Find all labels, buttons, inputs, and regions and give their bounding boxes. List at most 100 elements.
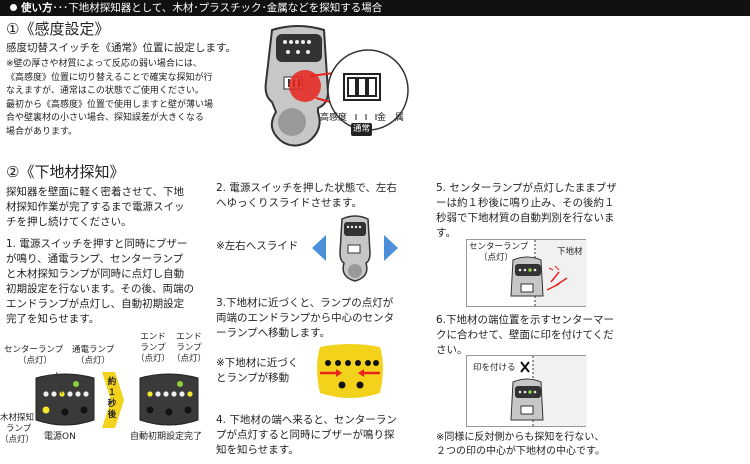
power-on-label: 電源ON — [44, 432, 76, 442]
detector-drawing — [264, 25, 409, 147]
step4-line: 知を知らせます。 — [216, 444, 299, 456]
label-line: （点灯） — [18, 356, 53, 366]
header-text: 下地材探知器として、木材･プラスチック･金属などを探知する場合 — [68, 2, 383, 14]
end-lamp-label-b: エンド ランプ （点灯） — [172, 332, 206, 365]
wood-lamp-label: 木材探知 ランプ （点灯） — [0, 413, 34, 446]
step2-text: 2. 電源スイッチを押した状態で、左右 へゆっくりスライドさせます。 — [216, 181, 397, 211]
panel-drawing — [317, 344, 383, 398]
note-line: 最初から《高感度》位置で使用しますと壁が薄い場 — [6, 99, 214, 110]
lamp-moving-illustration — [314, 343, 386, 401]
note-line: 《高感度》位置に切り替えることで確実な探知が行 — [6, 72, 213, 83]
fig5-drawing — [510, 240, 568, 308]
slide-illustration — [312, 213, 398, 283]
one-second-arrow — [102, 372, 124, 428]
end-lamp-label-a: エンド ランプ （点灯） — [136, 332, 170, 365]
material-area — [535, 240, 587, 306]
label-line: ランプ — [176, 343, 202, 353]
step6-line: さい。 — [436, 344, 468, 356]
fig5-material-label: 下地材 — [557, 247, 583, 257]
label-line: 通電ランプ — [72, 345, 115, 355]
section1-title: ①《感度設定》 — [6, 20, 110, 38]
label-line: エンド — [140, 332, 166, 342]
bullet-icon — [10, 4, 17, 11]
step2-line: へゆっくりスライドさせます。 — [216, 197, 362, 209]
step6-text: 6.下地材の端位置を示すセンターマー クに合わせて、壁面に印を付けてくだ さい。 — [436, 313, 614, 358]
step4-line: 4. 下地材の端へ来ると、センターラン — [216, 414, 397, 426]
step6-line: 6.下地材の端位置を示すセンターマー — [436, 314, 615, 326]
switch-high-label: 高感度 — [320, 113, 348, 123]
power-lamp-label: 通電ランプ （点灯） — [72, 345, 114, 367]
section2-title: ②《下地材探知》 — [6, 163, 125, 181]
label-line: （点灯） — [76, 356, 111, 366]
note-line: 合や壁裏材の小さい場合、探知誤差が大きくなる — [6, 113, 205, 124]
label-line: （点灯） — [136, 354, 171, 364]
arrow-right-icon — [102, 372, 124, 428]
arrow-char: 秒 — [107, 399, 117, 409]
final-note: ※同様に反対側からも探知を行ない、 ２つの印の中心が下地材の中心です。 — [436, 431, 605, 459]
header-dots: ･･･ — [52, 2, 69, 14]
label-line: ランプ — [6, 424, 32, 434]
step5-line: 5. センターランプが点灯したままブザ — [436, 182, 617, 194]
label-line: センターランプ — [4, 345, 64, 355]
step4-line: プが点灯すると同時にブザーが鳴り探 — [216, 429, 395, 441]
intro-line: 探知器を壁面に軽く密着させて、下地 — [6, 186, 184, 198]
step1-line: 1. 電源スイッチを押すと同時にブザー — [6, 238, 188, 250]
step2-line: 2. 電源スイッチを押した状態で、左右 — [216, 182, 397, 194]
sensitivity-device-illustration — [258, 22, 418, 152]
step3-line: ーランプへ移動します。 — [216, 327, 331, 339]
slide-drawing — [312, 215, 398, 282]
step5-line: 秒弱で下地材質の自動判別を行ないま — [436, 212, 615, 224]
step5-line: す。 — [436, 227, 456, 239]
slide-note: ※左右へスライド — [216, 240, 299, 252]
label-line: 木材探知 — [0, 413, 35, 423]
panel-drawing — [139, 373, 199, 426]
switch-normal-label: 通常 — [351, 123, 373, 136]
note-line: ※同様に反対側からも探知を行ない、 — [436, 432, 605, 443]
fig6-mark-label: 印を付ける — [473, 363, 516, 373]
device-init-complete — [136, 372, 202, 428]
device-power-on — [32, 361, 98, 428]
intro-line: チを押し続けてください。 — [6, 216, 132, 228]
step1-line: エンドランプが点灯し、自動初期設定 — [6, 298, 185, 310]
arrow-text: 約 １ 秒 後 — [106, 377, 118, 421]
label-line: （点灯） — [479, 253, 514, 263]
section1-notes: ※壁の厚さや材質によって反応の弱い場合には、 《高感度》位置に切り替えることで確… — [6, 58, 213, 140]
note-line: とランプが移動 — [216, 372, 290, 384]
section2-intro: 探知器を壁面に軽く密着させて、下地 材探知作業が完了するまで電源スイッ チを押し… — [6, 185, 185, 230]
header-bar: 使い方･･･下地材探知器として、木材･プラスチック･金属などを探知する場合 — [0, 0, 750, 16]
arrow-char: １ — [107, 388, 117, 398]
step1-line: が鳴り、通電ランプ、センターランプ — [6, 253, 184, 265]
step3-line: 3.下地材に近づくと、ランプの点灯が — [216, 297, 394, 309]
intro-line: 材探知作業が完了するまで電源スイッ — [6, 201, 185, 213]
step4-text: 4. 下地材の端へ来ると、センターラン プが点灯すると同時にブザーが鳴り探 知を… — [216, 413, 397, 458]
fig6-drawing — [510, 356, 544, 428]
step5-text: 5. センターランプが点灯したままブザ ーは約１秒後に鳴り止み、その後約１ 秒弱… — [436, 181, 617, 241]
fig5-frame: センターランプ （点灯） 下地材 — [466, 239, 587, 308]
label-line: （点灯） — [172, 354, 207, 364]
label-line: ランプ — [140, 343, 166, 353]
step1-line: 初期設定を行ないます。その後、両端の — [6, 283, 194, 295]
note-line: 場合があります。 — [6, 126, 78, 137]
step1-text: 1. 電源スイッチを押すと同時にブザー が鳴り、通電ランプ、センターランプ と木… — [6, 237, 194, 327]
arrow-char: 約 — [107, 377, 117, 387]
approach-note: ※下地材に近づく とランプが移動 — [216, 356, 298, 386]
fig6-frame: 印を付ける — [466, 355, 587, 428]
step3-text: 3.下地材に近づくと、ランプの点灯が 両端のエンドランプから中心のセンタ ーラン… — [216, 296, 394, 341]
note-line: ２つの印の中心が下地材の中心です。 — [436, 446, 605, 457]
step5-line: ーは約１秒後に鳴り止み、その後約１ — [436, 197, 615, 209]
center-lamp-label: センターランプ （点灯） — [4, 345, 63, 367]
switch-metal-label: 金 属 — [377, 113, 405, 123]
label-line: センターランプ — [469, 242, 529, 252]
note-line: なえますが、通常はこの状態でご使用ください。 — [6, 86, 204, 97]
fig5-center-lamp-label: センターランプ （点灯） — [469, 242, 528, 264]
label-line: （点灯） — [0, 435, 35, 445]
panel-drawing — [35, 361, 95, 426]
note-line: ※壁の厚さや材質によって反応の弱い場合には、 — [6, 59, 202, 69]
label-line: エンド — [176, 332, 202, 342]
step1-line: と木材探知ランプが同時に点灯し自動 — [6, 268, 185, 280]
header-label: 使い方 — [21, 2, 53, 14]
section1-line1: 感度切替スイッチを《通常》位置に設定します。 — [6, 42, 236, 54]
step1-line: 完了を知らせます。 — [6, 313, 100, 325]
step6-line: クに合わせて、壁面に印を付けてくだ — [436, 329, 614, 341]
note-line: ※下地材に近づく — [216, 357, 299, 369]
